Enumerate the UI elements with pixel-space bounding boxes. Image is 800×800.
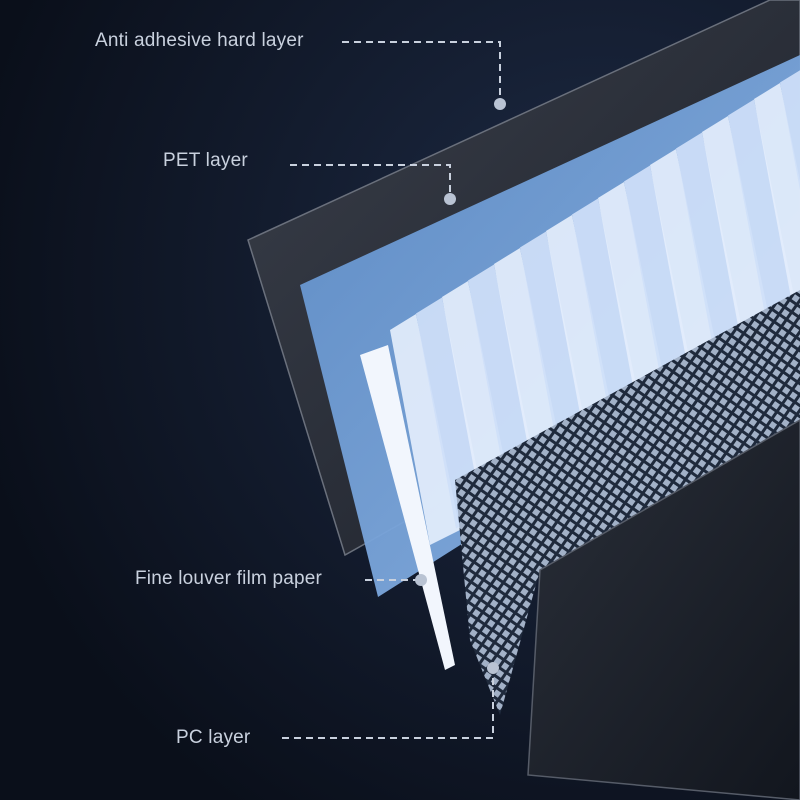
label-pet-layer: PET layer xyxy=(163,150,248,171)
louver-white-strip xyxy=(360,345,455,670)
leader-dots xyxy=(415,98,506,674)
louver-pleat xyxy=(780,70,800,190)
louver-pleat xyxy=(442,281,512,512)
louver-pleat xyxy=(520,231,590,463)
louver-pleat xyxy=(390,314,460,545)
louver-pleat xyxy=(598,182,668,413)
louver-pleat xyxy=(546,215,616,446)
louver-pleat xyxy=(468,264,538,496)
mesh-layer xyxy=(455,290,800,715)
pc-layer xyxy=(527,419,800,800)
label-pc-layer: PC layer xyxy=(176,727,251,748)
louver-pleat xyxy=(728,99,798,331)
louver-pleats xyxy=(390,70,800,545)
louver-pleat xyxy=(754,83,800,314)
louver-pleat xyxy=(650,149,720,380)
leader-lines xyxy=(282,41,501,739)
louver-pleat xyxy=(416,297,486,529)
louver-pleat xyxy=(572,198,642,430)
label-anti-adhesive-hard-layer: Anti adhesive hard layer xyxy=(95,30,304,51)
label-fine-louver-film-paper: Fine louver film paper xyxy=(135,568,323,589)
louver-pleat xyxy=(676,132,746,364)
louver-pleat xyxy=(702,116,772,347)
louver-pleat xyxy=(494,248,564,479)
louver-pleat xyxy=(624,165,694,397)
